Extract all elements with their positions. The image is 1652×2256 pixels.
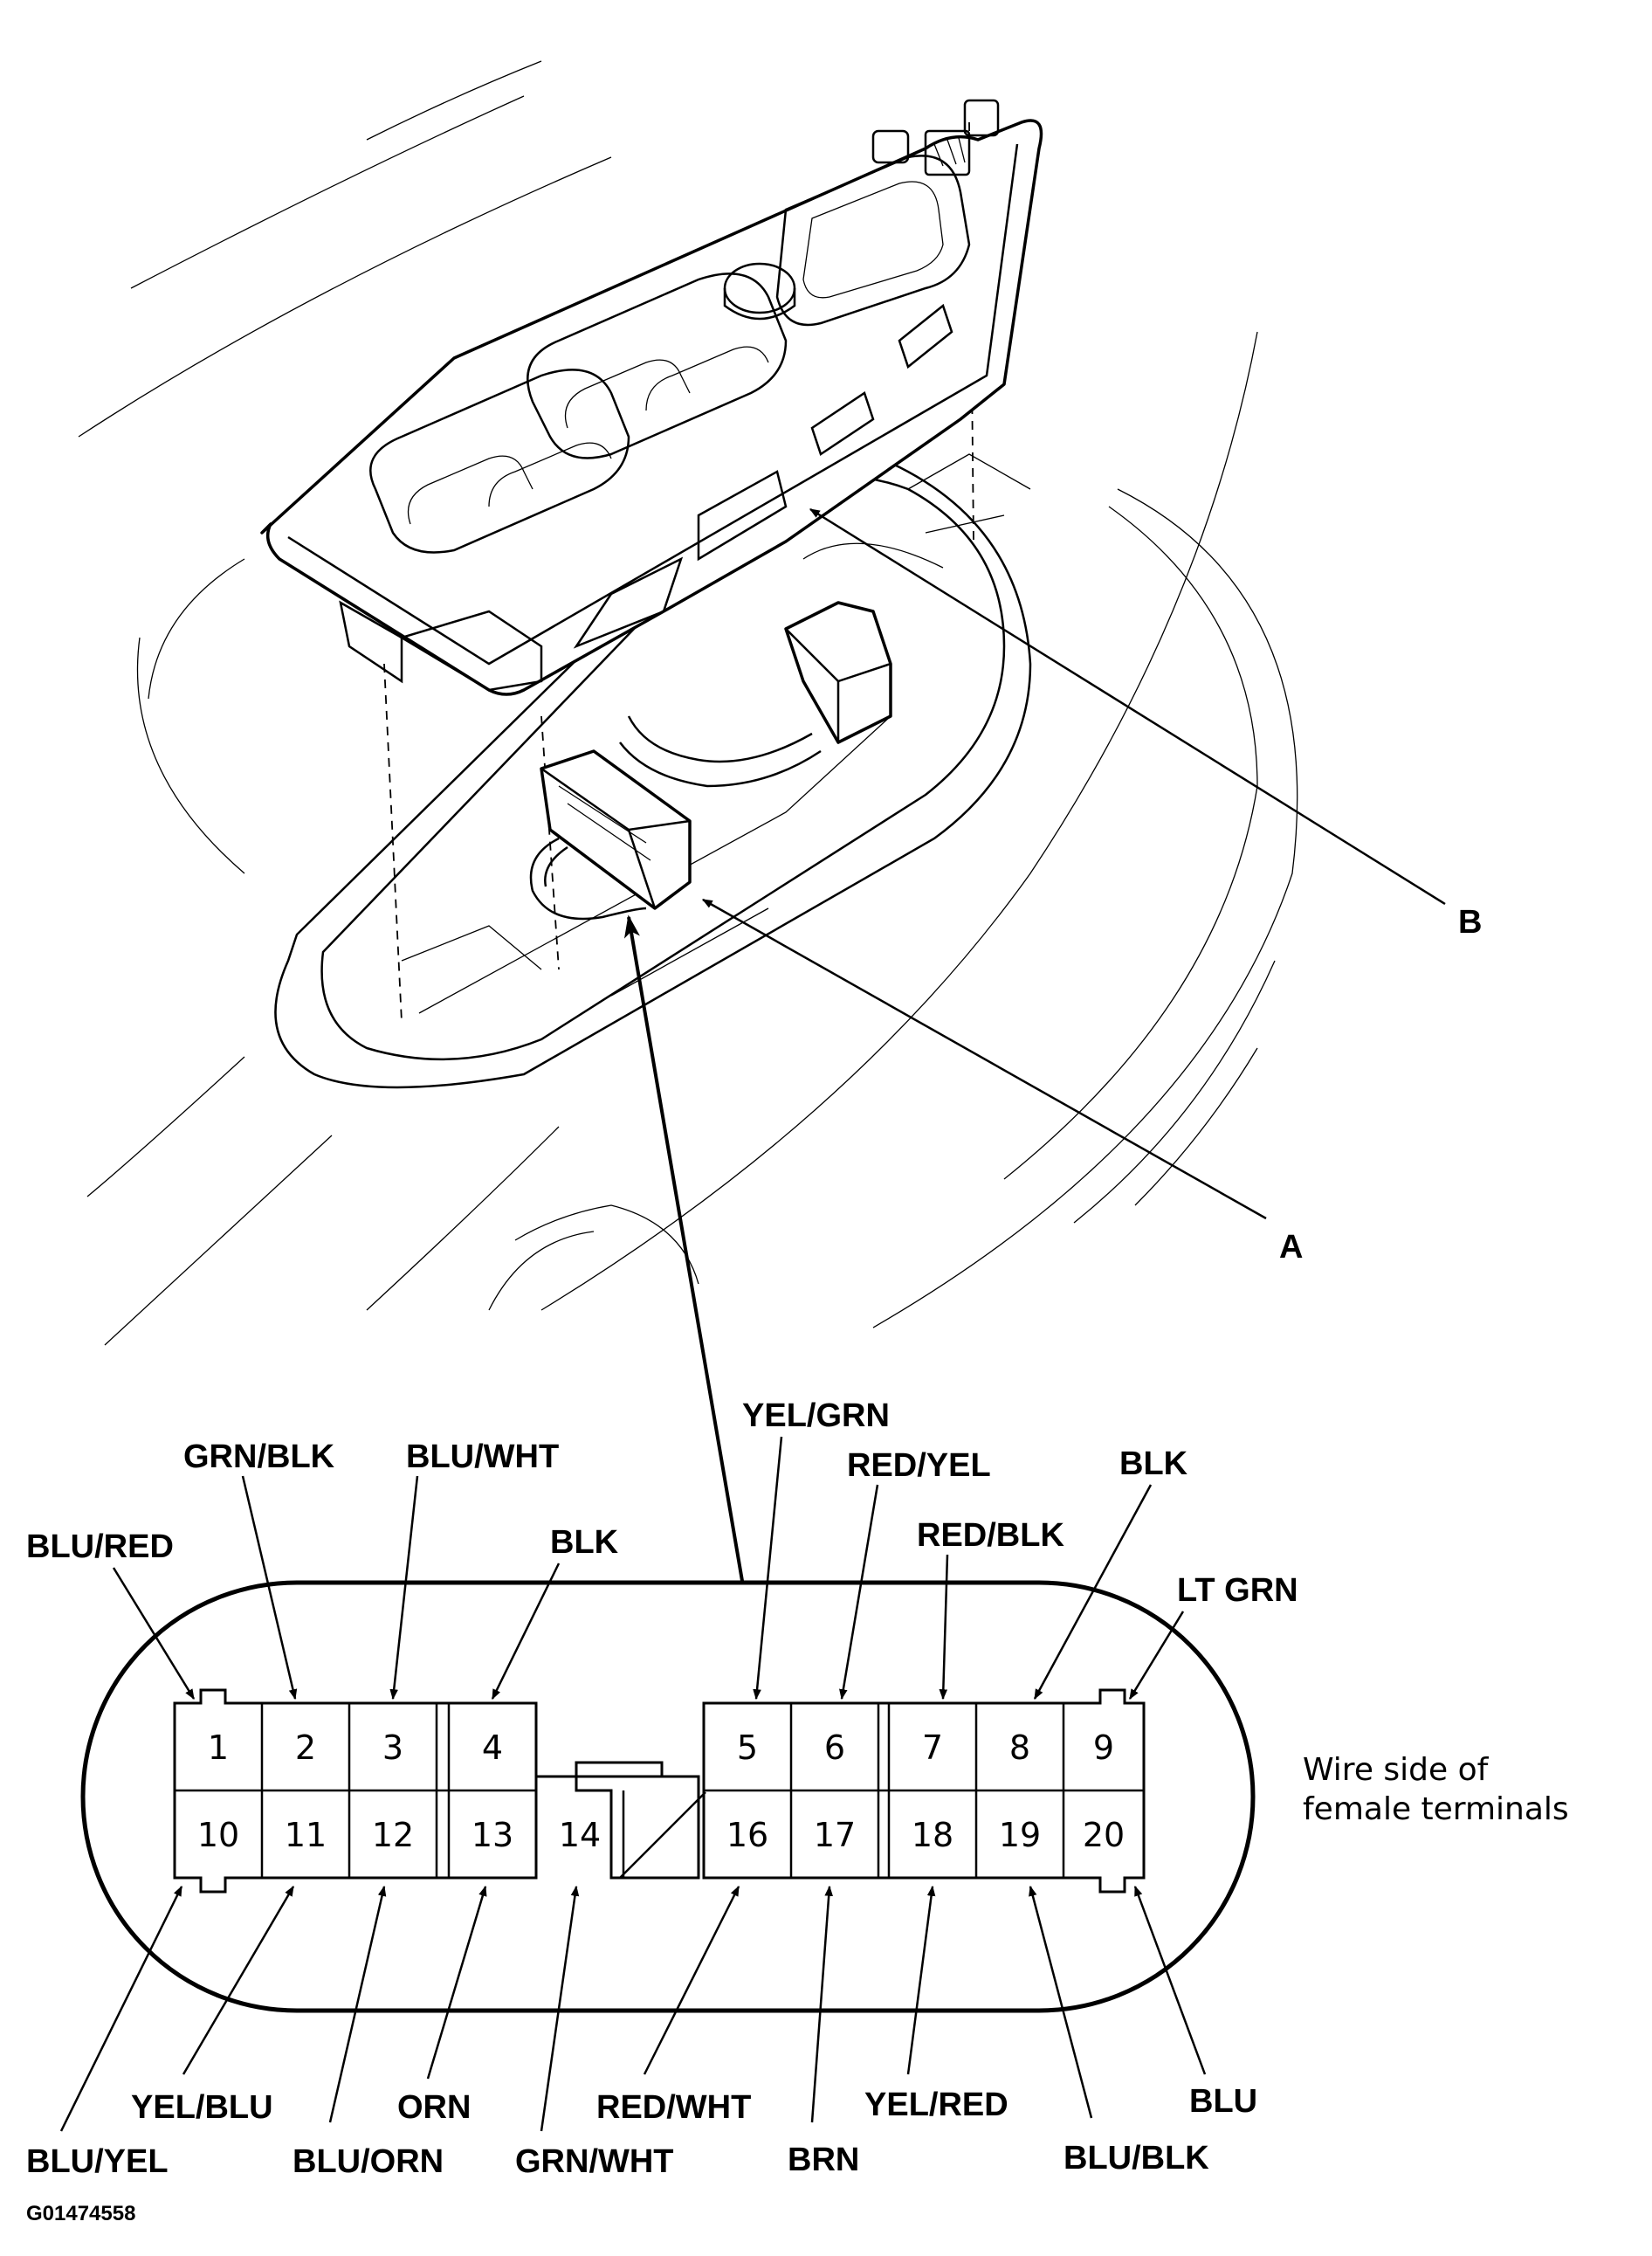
bottom-leader-lines [59, 1885, 1207, 2132]
wire-label-t4: BLK [550, 1524, 619, 1561]
wire-label-t10: BLU/YEL [26, 2143, 169, 2180]
callout-b-label: B [1458, 904, 1482, 941]
wire-label-t7: RED/BLK [917, 1517, 1064, 1554]
connector-note-line1: Wire side of [1303, 1752, 1490, 1788]
wire-label-t17: BRN [788, 2142, 859, 2178]
figure-code: G01474558 [26, 2202, 135, 2225]
wire-label-t16: RED/WHT [596, 2089, 751, 2126]
wire-label-t14: GRN/WHT [515, 2143, 674, 2180]
terminal-12: 12 [372, 1816, 414, 1854]
terminal-5: 5 [737, 1728, 758, 1767]
wire-label-t19: BLU/BLK [1063, 2140, 1209, 2177]
wire-label-t5: YEL/GRN [742, 1397, 890, 1434]
terminal-13: 13 [472, 1816, 513, 1854]
wire-label-t9: LT GRN [1177, 1572, 1298, 1609]
wire-label-t3: BLU/WHT [406, 1438, 559, 1475]
terminal-9: 9 [1093, 1728, 1114, 1767]
top-leader-lines [112, 1436, 1185, 1701]
terminal-10: 10 [197, 1816, 239, 1854]
wire-label-t6: RED/YEL [847, 1447, 991, 1484]
terminal-17: 17 [814, 1816, 856, 1854]
wire-label-t1: BLU/RED [26, 1528, 174, 1565]
wire-label-t20: BLU [1189, 2083, 1257, 2120]
terminal-16: 16 [726, 1816, 768, 1854]
connector-face: 1 2 3 4 5 6 7 8 9 10 11 12 13 14 16 17 1… [80, 1580, 1256, 2013]
connector-outline [80, 1580, 1256, 2013]
wire-label-t13: ORN [397, 2089, 471, 2126]
terminal-2: 2 [295, 1728, 316, 1767]
terminal-4: 4 [482, 1728, 503, 1767]
terminal-6: 6 [824, 1728, 845, 1767]
terminal-14: 14 [559, 1816, 601, 1854]
terminal-8: 8 [1009, 1728, 1030, 1767]
wire-label-t8: BLK [1119, 1445, 1188, 1482]
door-panel-illustration [78, 60, 1446, 1582]
wire-label-t18: YEL/RED [864, 2087, 1008, 2123]
connector-note-line2: female terminals [1303, 1791, 1569, 1827]
wire-label-t2: GRN/BLK [183, 1438, 335, 1475]
wire-label-t11: YEL/BLU [131, 2089, 273, 2126]
terminal-20: 20 [1083, 1816, 1125, 1854]
terminal-7: 7 [922, 1728, 943, 1767]
terminal-19: 19 [999, 1816, 1041, 1854]
terminal-18: 18 [912, 1816, 953, 1854]
wire-label-t12: BLU/ORN [293, 2143, 444, 2180]
terminal-3: 3 [382, 1728, 403, 1767]
callout-a-label: A [1279, 1229, 1303, 1266]
terminal-block-left [173, 1688, 700, 1894]
terminal-block-right [702, 1688, 1146, 1894]
terminal-11: 11 [285, 1816, 327, 1854]
terminal-1: 1 [208, 1728, 229, 1767]
